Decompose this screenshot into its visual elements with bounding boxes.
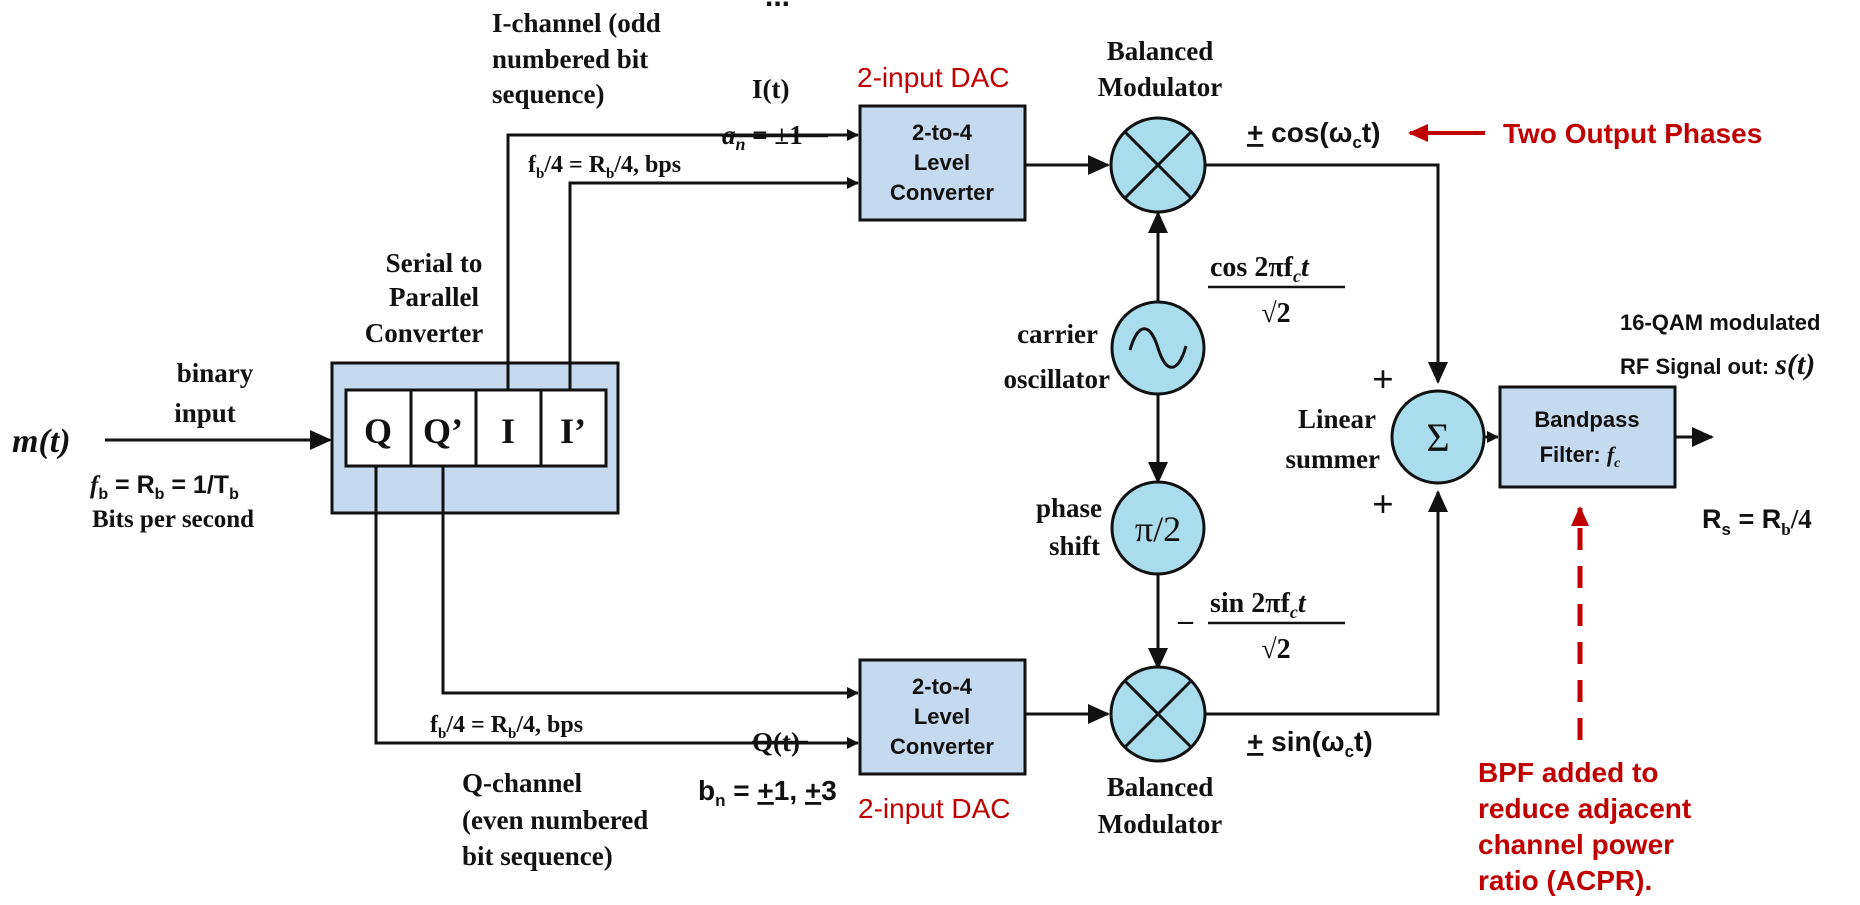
q-channel-wire bbox=[374, 466, 859, 749]
bits-per-second-label: Bits per second bbox=[92, 506, 254, 533]
i-balanced-modulator bbox=[1109, 116, 1207, 214]
phase-shift-label-2: shift bbox=[1049, 531, 1100, 561]
rf-out-label-2: RF Signal out: s(t) bbox=[1620, 348, 1815, 381]
bpf-note-line3: channel power bbox=[1478, 829, 1674, 860]
oscillator-label-2: oscillator bbox=[1004, 364, 1110, 394]
q-level-converter-line1: 2-to-4 bbox=[912, 674, 973, 699]
svg-text:I: I bbox=[501, 411, 515, 451]
title-fragment: ... bbox=[765, 0, 790, 13]
q-channel-label-2: (even numbered bbox=[462, 805, 648, 835]
q-modulator-label-2: Modulator bbox=[1098, 809, 1223, 839]
i-modulator-label-2: Modulator bbox=[1098, 72, 1223, 102]
carrier-oscillator bbox=[1110, 300, 1206, 396]
i-channel-label-2: numbered bit bbox=[492, 44, 648, 74]
svg-text:√2: √2 bbox=[1261, 298, 1290, 329]
symbol-rate-label: Rs = Rb/4 bbox=[1702, 504, 1812, 539]
summer-label-1: Linear bbox=[1298, 404, 1376, 434]
i-dac-label: 2-input DAC bbox=[857, 62, 1010, 93]
i-channel-label-3: sequence) bbox=[492, 79, 604, 109]
sin-carrier-expression: – sin 2πfct √2 bbox=[1177, 588, 1345, 665]
svg-text:sin 2πfct: sin 2πfct bbox=[1210, 588, 1307, 622]
svg-text:cos 2πfct: cos 2πfct bbox=[1210, 252, 1310, 286]
binary-input-label-1: binary bbox=[177, 358, 254, 388]
summer-label-2: summer bbox=[1286, 444, 1380, 474]
two-output-phases-label: Two Output Phases bbox=[1503, 118, 1762, 149]
cos-to-summer-wire bbox=[1205, 163, 1448, 384]
svg-text:–: – bbox=[1177, 604, 1194, 637]
phase-shift-label-1: phase bbox=[1036, 493, 1102, 523]
i-modulator-label-1: Balanced bbox=[1107, 36, 1214, 66]
bit-rate-label: fb = Rb = 1/Tb bbox=[90, 471, 239, 503]
bandpass-label-1: Bandpass bbox=[1534, 407, 1639, 432]
bandpass-filter bbox=[1498, 385, 1677, 489]
i-signal-label: I(t) bbox=[752, 74, 789, 104]
s2p-cell-q: Q bbox=[344, 388, 413, 468]
cos-output-label: + cos(ωct) bbox=[1247, 117, 1381, 152]
i-level-converter-line1: 2-to-4 bbox=[912, 120, 973, 145]
i-prime-wire bbox=[568, 177, 859, 390]
i-level-converter bbox=[858, 104, 1027, 222]
bandpass-label-2: Filter: fc bbox=[1540, 442, 1622, 471]
svg-text:Q: Q bbox=[364, 411, 392, 451]
bpf-note-line1: BPF added to bbox=[1478, 757, 1658, 788]
bpf-note-line2: reduce adjacent bbox=[1478, 793, 1691, 824]
s2p-cell-q-prime: Q’ bbox=[409, 388, 478, 468]
svg-text:√2: √2 bbox=[1261, 634, 1290, 665]
svg-text:I’: I’ bbox=[560, 411, 586, 451]
summer-plus-top: + bbox=[1372, 359, 1394, 401]
q-symbol-label: bn = +1, +3 bbox=[698, 775, 837, 810]
sin-to-summer-wire bbox=[1205, 490, 1448, 716]
summer-plus-bottom: + bbox=[1372, 484, 1394, 526]
s2p-title-3: Converter bbox=[365, 318, 483, 348]
sin-output-label: + sin(ωct) bbox=[1247, 726, 1373, 761]
oscillator-label-1: carrier bbox=[1017, 319, 1098, 349]
svg-text:π/2: π/2 bbox=[1135, 509, 1181, 549]
q-level-converter-line3: Converter bbox=[890, 734, 994, 759]
phase-shifter: π/2 bbox=[1110, 480, 1206, 576]
cos-carrier-expression: cos 2πfct √2 bbox=[1208, 252, 1345, 329]
s2p-cell-i-prime: I’ bbox=[539, 388, 608, 468]
s2p-title-2: Parallel bbox=[389, 282, 479, 312]
q-level-converter-line2: Level bbox=[914, 704, 970, 729]
q-channel-label-3: bit sequence) bbox=[462, 841, 613, 871]
svg-text:Σ: Σ bbox=[1426, 415, 1449, 460]
i-channel-label-1: I-channel (odd bbox=[492, 8, 661, 38]
i-level-converter-line2: Level bbox=[914, 150, 970, 175]
i-rate-label: fb/4 = Rb/4, bps bbox=[528, 152, 681, 182]
q-level-converter bbox=[858, 658, 1027, 776]
svg-text:Q’: Q’ bbox=[423, 411, 463, 451]
s2p-cell-i: I bbox=[474, 388, 543, 468]
q-modulator-label-1: Balanced bbox=[1107, 772, 1214, 802]
i-level-converter-line3: Converter bbox=[890, 180, 994, 205]
rf-out-label-1: 16-QAM modulated bbox=[1620, 310, 1820, 335]
binary-input-label-2: input bbox=[174, 398, 236, 428]
bpf-note-line4: ratio (ACPR). bbox=[1478, 865, 1652, 896]
linear-summer: Σ bbox=[1390, 389, 1486, 485]
q-channel-label-1: Q-channel bbox=[462, 768, 583, 798]
s2p-title-1: Serial to bbox=[386, 248, 483, 278]
q-rate-label: fb/4 = Rb/4, bps bbox=[430, 712, 583, 742]
input-signal-label: m(t) bbox=[12, 423, 71, 460]
q-balanced-modulator bbox=[1109, 665, 1207, 763]
q-dac-label: 2-input DAC bbox=[858, 793, 1011, 824]
q-prime-wire bbox=[441, 466, 859, 699]
